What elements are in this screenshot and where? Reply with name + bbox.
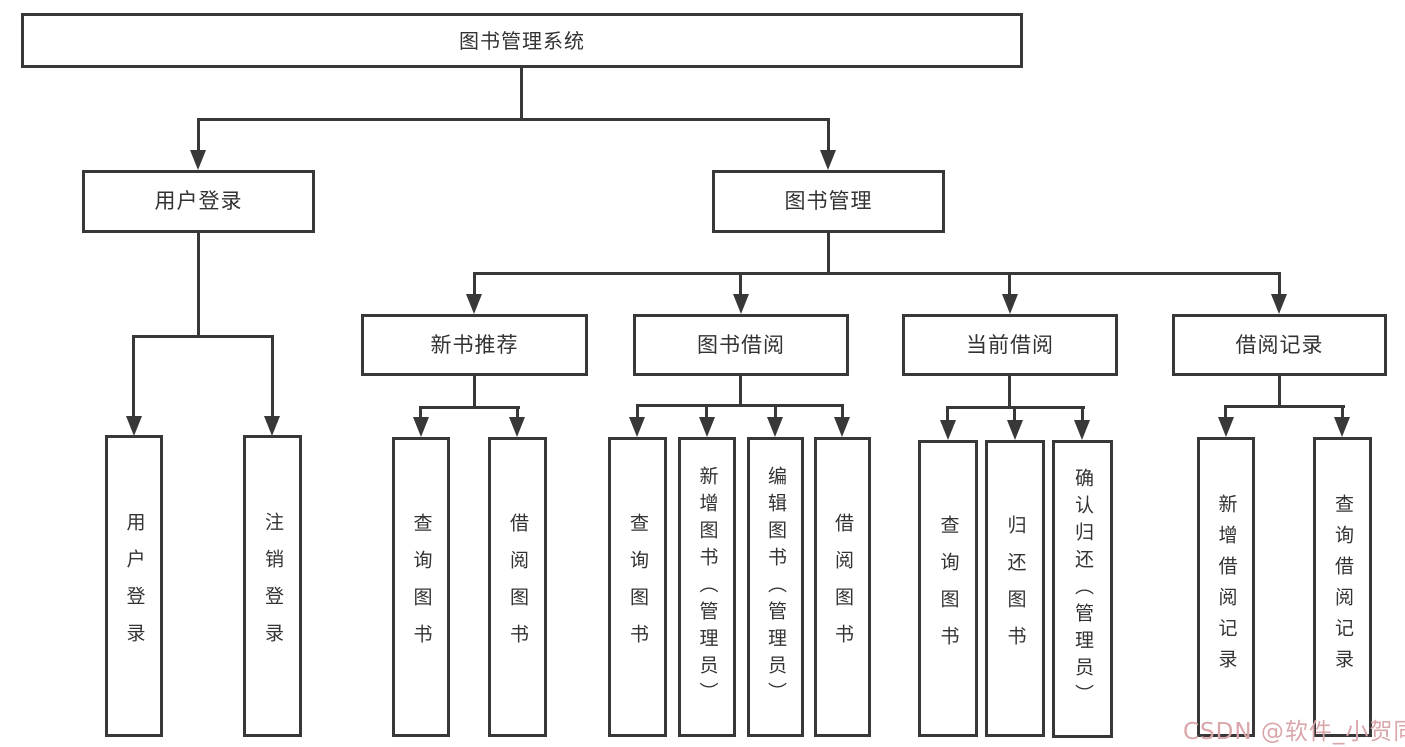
connector-line — [705, 404, 708, 419]
leaf-current-query-books-label: 查询图书 — [937, 514, 960, 663]
arrow-down-icon — [413, 417, 429, 437]
leaf-current-return-books-label: 归还图书 — [1004, 514, 1027, 663]
connector-line — [197, 118, 830, 121]
connector-line — [132, 335, 274, 338]
leaf-borrowing-add-books: 新增图书（管理员） — [678, 437, 736, 737]
connector-line — [419, 406, 422, 419]
leaf-user-login: 用户登录 — [105, 435, 163, 737]
leaf-records-add-record: 新增借阅记录 — [1197, 437, 1255, 737]
node-root: 图书管理系统 — [21, 13, 1023, 68]
node-new-book-recommend: 新书推荐 — [361, 314, 588, 376]
connector-line — [946, 406, 949, 422]
arrow-down-icon — [190, 150, 206, 170]
node-new-book-recommend-label: 新书推荐 — [430, 332, 519, 357]
connector-line — [827, 118, 830, 153]
leaf-recommend-borrow-books-label: 借阅图书 — [507, 513, 529, 661]
connector-line — [841, 404, 844, 419]
leaf-current-query-books: 查询图书 — [918, 440, 978, 737]
arrow-down-icon — [699, 417, 715, 437]
leaf-recommend-borrow-books: 借阅图书 — [488, 437, 547, 737]
leaf-current-return-books: 归还图书 — [985, 440, 1045, 737]
leaf-borrowing-add-books-label: 新增图书（管理员） — [696, 465, 719, 709]
leaf-records-query-record-label: 查询借阅记录 — [1332, 494, 1354, 680]
arrow-down-icon — [1074, 420, 1090, 440]
connector-line — [1013, 406, 1016, 422]
connector-line — [1008, 376, 1011, 409]
csdn-watermark: CSDN @软件_小贺同学 — [1183, 719, 1405, 745]
connector-line — [636, 404, 639, 419]
leaf-records-add-record-label: 新增借阅记录 — [1215, 494, 1238, 680]
connector-line — [1224, 405, 1227, 419]
connector-line — [636, 404, 844, 407]
arrow-down-icon — [1334, 417, 1350, 437]
leaf-borrowing-edit-books-label: 编辑图书（管理员） — [765, 465, 787, 709]
leaf-borrowing-borrow-books: 借阅图书 — [814, 437, 871, 737]
connector-line — [419, 406, 520, 409]
leaf-current-confirm-return-label: 确认归还（管理员） — [1072, 467, 1094, 711]
node-root-label: 图书管理系统 — [459, 28, 585, 53]
connector-line — [473, 272, 1281, 275]
arrow-down-icon — [126, 416, 142, 436]
arrow-down-icon — [820, 150, 836, 170]
arrow-down-icon — [834, 417, 850, 437]
leaf-logout-label: 注销登录 — [262, 512, 284, 660]
leaf-current-confirm-return: 确认归还（管理员） — [1052, 440, 1113, 738]
arrow-down-icon — [1271, 294, 1287, 314]
leaf-records-query-record: 查询借阅记录 — [1313, 437, 1372, 737]
arrow-down-icon — [629, 417, 645, 437]
arrow-down-icon — [767, 417, 783, 437]
node-book-borrowing-label: 图书借阅 — [697, 332, 785, 357]
leaf-borrowing-query-books-label: 查询图书 — [627, 513, 649, 661]
leaf-borrowing-borrow-books-label: 借阅图书 — [832, 513, 854, 661]
arrow-down-icon — [940, 420, 956, 440]
connector-line — [1341, 405, 1344, 419]
node-book-borrowing: 图书借阅 — [633, 314, 849, 376]
node-borrowing-records: 借阅记录 — [1172, 314, 1387, 376]
connector-line — [1224, 405, 1345, 408]
arrow-down-icon — [466, 294, 482, 314]
connector-line — [197, 233, 200, 337]
node-borrowing-records-label: 借阅记录 — [1235, 332, 1324, 357]
connector-line — [739, 272, 742, 296]
leaf-recommend-query-books: 查询图书 — [392, 437, 450, 737]
node-user-login-label: 用户登录 — [154, 189, 243, 213]
connector-line — [132, 335, 135, 418]
connector-line — [473, 272, 476, 296]
leaf-borrowing-query-books: 查询图书 — [608, 437, 667, 737]
connector-line — [1008, 272, 1011, 296]
arrow-down-icon — [733, 294, 749, 314]
node-current-borrowing-label: 当前借阅 — [966, 332, 1054, 357]
arrow-down-icon — [509, 417, 525, 437]
connector-line — [1278, 376, 1281, 408]
node-current-borrowing: 当前借阅 — [902, 314, 1118, 376]
connector-line — [271, 335, 274, 418]
node-book-management: 图书管理 — [712, 170, 945, 233]
leaf-user-login-label: 用户登录 — [123, 512, 146, 660]
connector-line — [520, 68, 523, 120]
leaf-recommend-query-books-label: 查询图书 — [410, 513, 433, 661]
connector-line — [197, 118, 200, 153]
node-book-management-label: 图书管理 — [784, 189, 873, 213]
leaf-borrowing-edit-books: 编辑图书（管理员） — [747, 437, 804, 737]
node-user-login: 用户登录 — [82, 170, 315, 233]
arrow-down-icon — [1007, 420, 1023, 440]
connector-line — [473, 376, 476, 409]
connector-line — [1081, 406, 1084, 422]
arrow-down-icon — [1218, 417, 1234, 437]
leaf-logout: 注销登录 — [243, 435, 302, 737]
arrow-down-icon — [264, 416, 280, 436]
connector-line — [774, 404, 777, 419]
connector-line — [1278, 272, 1281, 296]
connector-line — [739, 376, 742, 407]
connector-line — [827, 233, 830, 275]
connector-line — [516, 406, 519, 419]
arrow-down-icon — [1002, 294, 1018, 314]
